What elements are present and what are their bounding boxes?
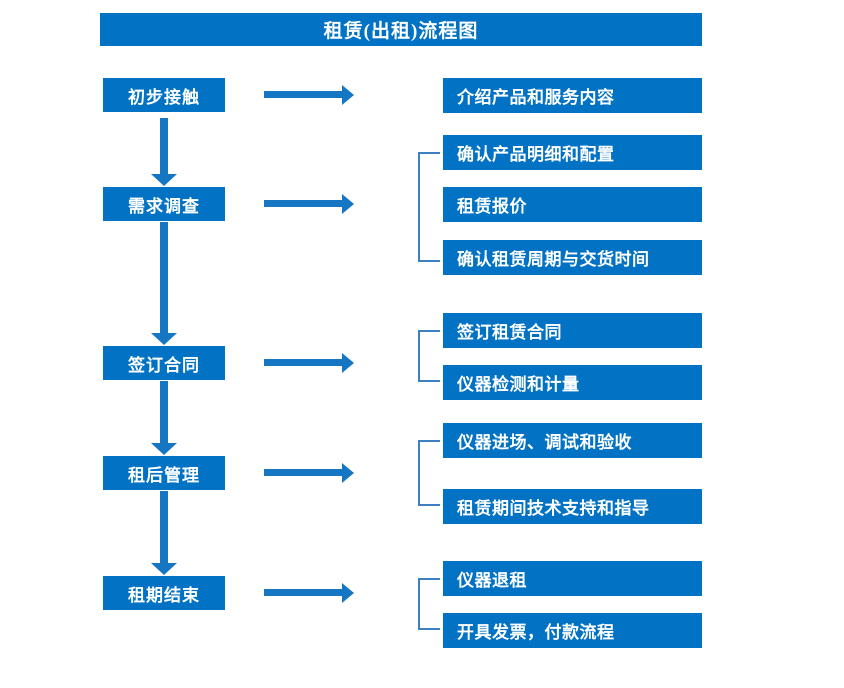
detail-node-3-2[interactable]: 仪器检测和计量 <box>443 365 702 400</box>
detail-node-2-1[interactable]: 确认产品明细和配置 <box>443 135 702 170</box>
diagram-title: 租赁(出租)流程图 <box>100 13 702 46</box>
detail-arrow-2 <box>264 194 354 214</box>
group-bracket-3 <box>418 330 440 382</box>
detail-node-2-2[interactable]: 租赁报价 <box>443 187 702 222</box>
detail-arrow-5 <box>264 583 354 603</box>
group-bracket-2 <box>418 152 440 262</box>
stage-node-1[interactable]: 初步接触 <box>103 78 225 112</box>
detail-node-1-1[interactable]: 介绍产品和服务内容 <box>443 78 702 113</box>
detail-node-5-2[interactable]: 开具发票，付款流程 <box>443 613 702 648</box>
detail-arrow-4 <box>264 463 354 483</box>
stage-node-5[interactable]: 租期结束 <box>103 576 225 610</box>
group-bracket-5 <box>418 578 440 630</box>
detail-arrow-1 <box>264 85 354 105</box>
detail-node-4-2[interactable]: 租赁期间技术支持和指导 <box>443 489 702 524</box>
detail-node-5-1[interactable]: 仪器退租 <box>443 561 702 596</box>
flow-arrow-down-4-5 <box>151 491 177 575</box>
stage-node-2[interactable]: 需求调查 <box>103 187 225 221</box>
detail-node-3-1[interactable]: 签订租赁合同 <box>443 313 702 348</box>
flow-arrow-down-2-3 <box>151 222 177 345</box>
detail-node-4-1[interactable]: 仪器进场、调试和验收 <box>443 423 702 458</box>
flow-arrow-down-1-2 <box>151 118 177 186</box>
detail-arrow-3 <box>264 353 354 373</box>
group-bracket-4 <box>418 440 440 506</box>
stage-node-4[interactable]: 租后管理 <box>103 456 225 490</box>
stage-node-3[interactable]: 签订合同 <box>103 346 225 380</box>
detail-node-2-3[interactable]: 确认租赁周期与交货时间 <box>443 240 702 275</box>
flow-arrow-down-3-4 <box>151 381 177 455</box>
